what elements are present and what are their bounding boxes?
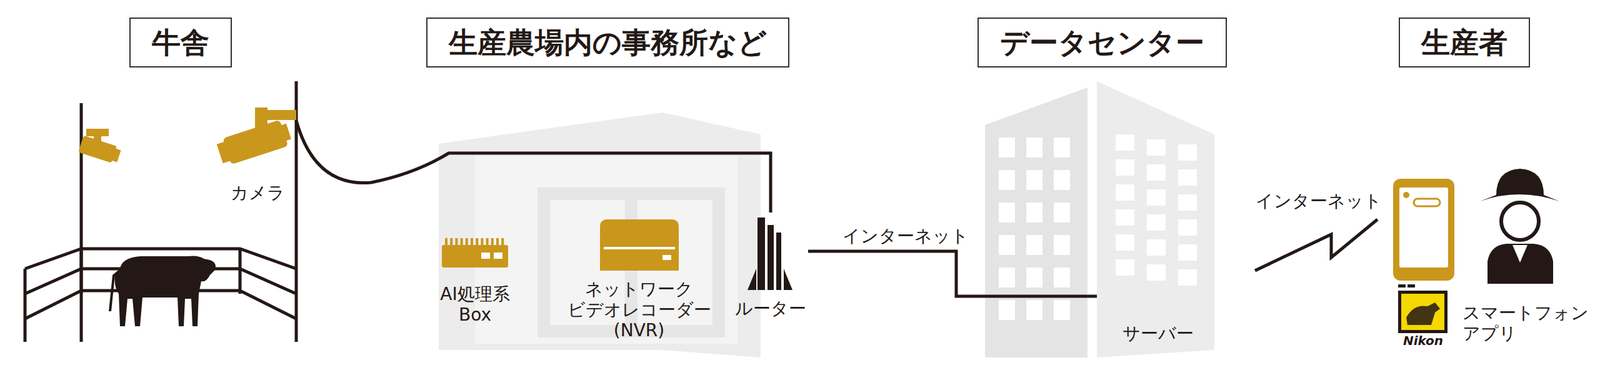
camera-large — [215, 107, 297, 167]
header-text: データセンター — [1000, 26, 1205, 59]
farmer-icon — [1480, 168, 1560, 284]
connector-line — [808, 251, 1097, 297]
device-node: カメラ — [218, 103, 297, 204]
link-label: インターネット — [1253, 191, 1385, 212]
camera-small — [78, 128, 122, 165]
header-text: 牛舎 — [151, 26, 210, 59]
device-node: サーバー — [1096, 275, 1219, 344]
device-label: ネットワーク ビデオレコーダー (NVR) — [566, 278, 712, 341]
section-header: 生産者 — [1398, 17, 1530, 68]
header-text: 生産者 — [1421, 26, 1508, 59]
device-label: AI処理系 Box — [428, 283, 522, 325]
nvr-icon — [600, 219, 679, 271]
device-label: カメラ — [230, 182, 285, 204]
router-icon — [747, 217, 793, 290]
connector-line — [296, 120, 771, 213]
header-text: 生産農場内の事務所など — [448, 26, 767, 59]
device-node: ネットワーク ビデオレコーダー (NVR) — [565, 215, 713, 341]
device-label: ルーター — [735, 298, 807, 319]
cow — [108, 256, 216, 327]
device-node: ルーター — [733, 212, 809, 319]
section-header: データセンター — [977, 17, 1227, 68]
app-logo — [1398, 284, 1448, 334]
smartphone-icon — [1393, 178, 1455, 281]
device-label: スマートフォン アプリ — [1462, 302, 1595, 344]
barn — [25, 81, 297, 342]
ai-box-icon — [441, 238, 509, 268]
section-header: 生産農場内の事務所など — [426, 17, 790, 68]
datacenter-building — [985, 81, 1215, 358]
internet-link — [1255, 219, 1378, 271]
section-header: 牛舎 — [129, 17, 232, 68]
device-label: サーバー — [1122, 323, 1194, 344]
device-node: AI処理系 Box — [425, 231, 525, 325]
device-node: スマートフォン アプリ — [1462, 293, 1597, 344]
edge-label: インターネット — [840, 226, 972, 247]
logo-text: Nikon — [1403, 333, 1444, 349]
